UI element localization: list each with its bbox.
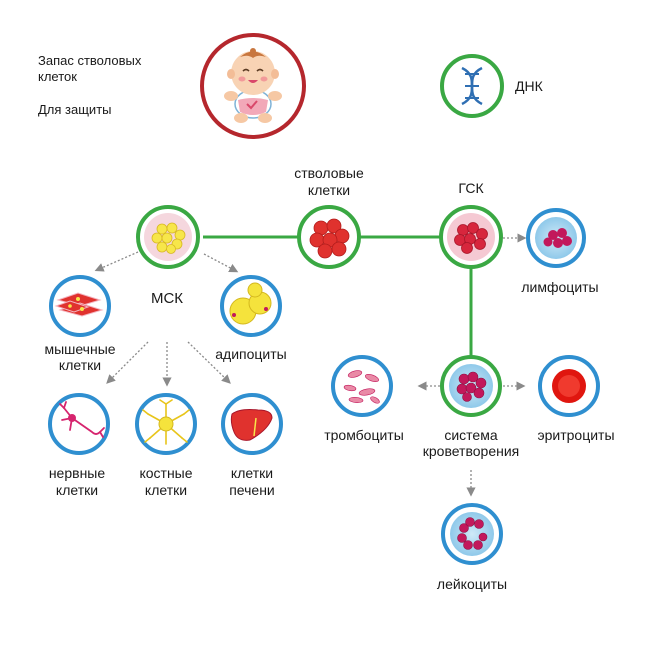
header-line-3: Для защиты <box>38 102 112 117</box>
erythrocytes-label: эритроциты <box>537 427 614 443</box>
nerve-label-2: клетки <box>56 482 98 498</box>
leukocyte-icon <box>441 503 503 565</box>
stem-cells-label-2: клетки <box>308 182 350 198</box>
erythrocyte-icon <box>538 355 600 417</box>
liver-label-2: печени <box>229 482 275 498</box>
bone-cell-icon <box>135 393 197 455</box>
baby-icon <box>200 33 306 139</box>
adipocytes-label: адипоциты <box>215 346 286 362</box>
hsc-cell-icon <box>439 205 503 269</box>
lymphocytes-label: лимфоциты <box>521 279 598 295</box>
msc-label: МСК <box>151 290 183 307</box>
header-line-2: клеток <box>38 69 77 84</box>
arrow-to-nerve <box>106 341 149 384</box>
liver-icon <box>221 393 283 455</box>
arrow-to-liver <box>187 341 231 384</box>
arrow-to-adipocytes <box>203 253 239 273</box>
hsc-label: ГСК <box>458 180 484 196</box>
stem-cells-icon <box>297 205 361 269</box>
muscle-cell-icon <box>49 275 111 337</box>
bone-label-1: костные <box>139 465 192 481</box>
platelet-icon <box>331 355 393 417</box>
msc-cell-icon <box>136 205 200 269</box>
hematopoietic-system-icon <box>440 355 502 417</box>
muscle-label-2: клетки <box>59 357 101 373</box>
leukocytes-label: лейкоциты <box>437 576 507 592</box>
stem-cells-label-1: стволовые <box>294 165 364 181</box>
nerve-cell-icon <box>48 393 110 455</box>
system-label-2: кроветворения <box>423 443 519 459</box>
bone-label-2: клетки <box>145 482 187 498</box>
dna-label: ДНК <box>515 78 544 94</box>
nerve-label-1: нервные <box>49 465 106 481</box>
header-line-1: Запас стволовых <box>38 53 142 68</box>
platelets-label: тромбоциты <box>324 427 404 443</box>
liver-label-1: клетки <box>231 465 273 481</box>
lymphocyte-icon <box>526 208 586 268</box>
system-label-1: система <box>444 427 497 443</box>
dna-icon <box>440 54 504 118</box>
muscle-label-1: мышечные <box>44 341 115 357</box>
arrow-to-muscle <box>94 251 139 272</box>
adipocyte-icon <box>220 275 282 337</box>
